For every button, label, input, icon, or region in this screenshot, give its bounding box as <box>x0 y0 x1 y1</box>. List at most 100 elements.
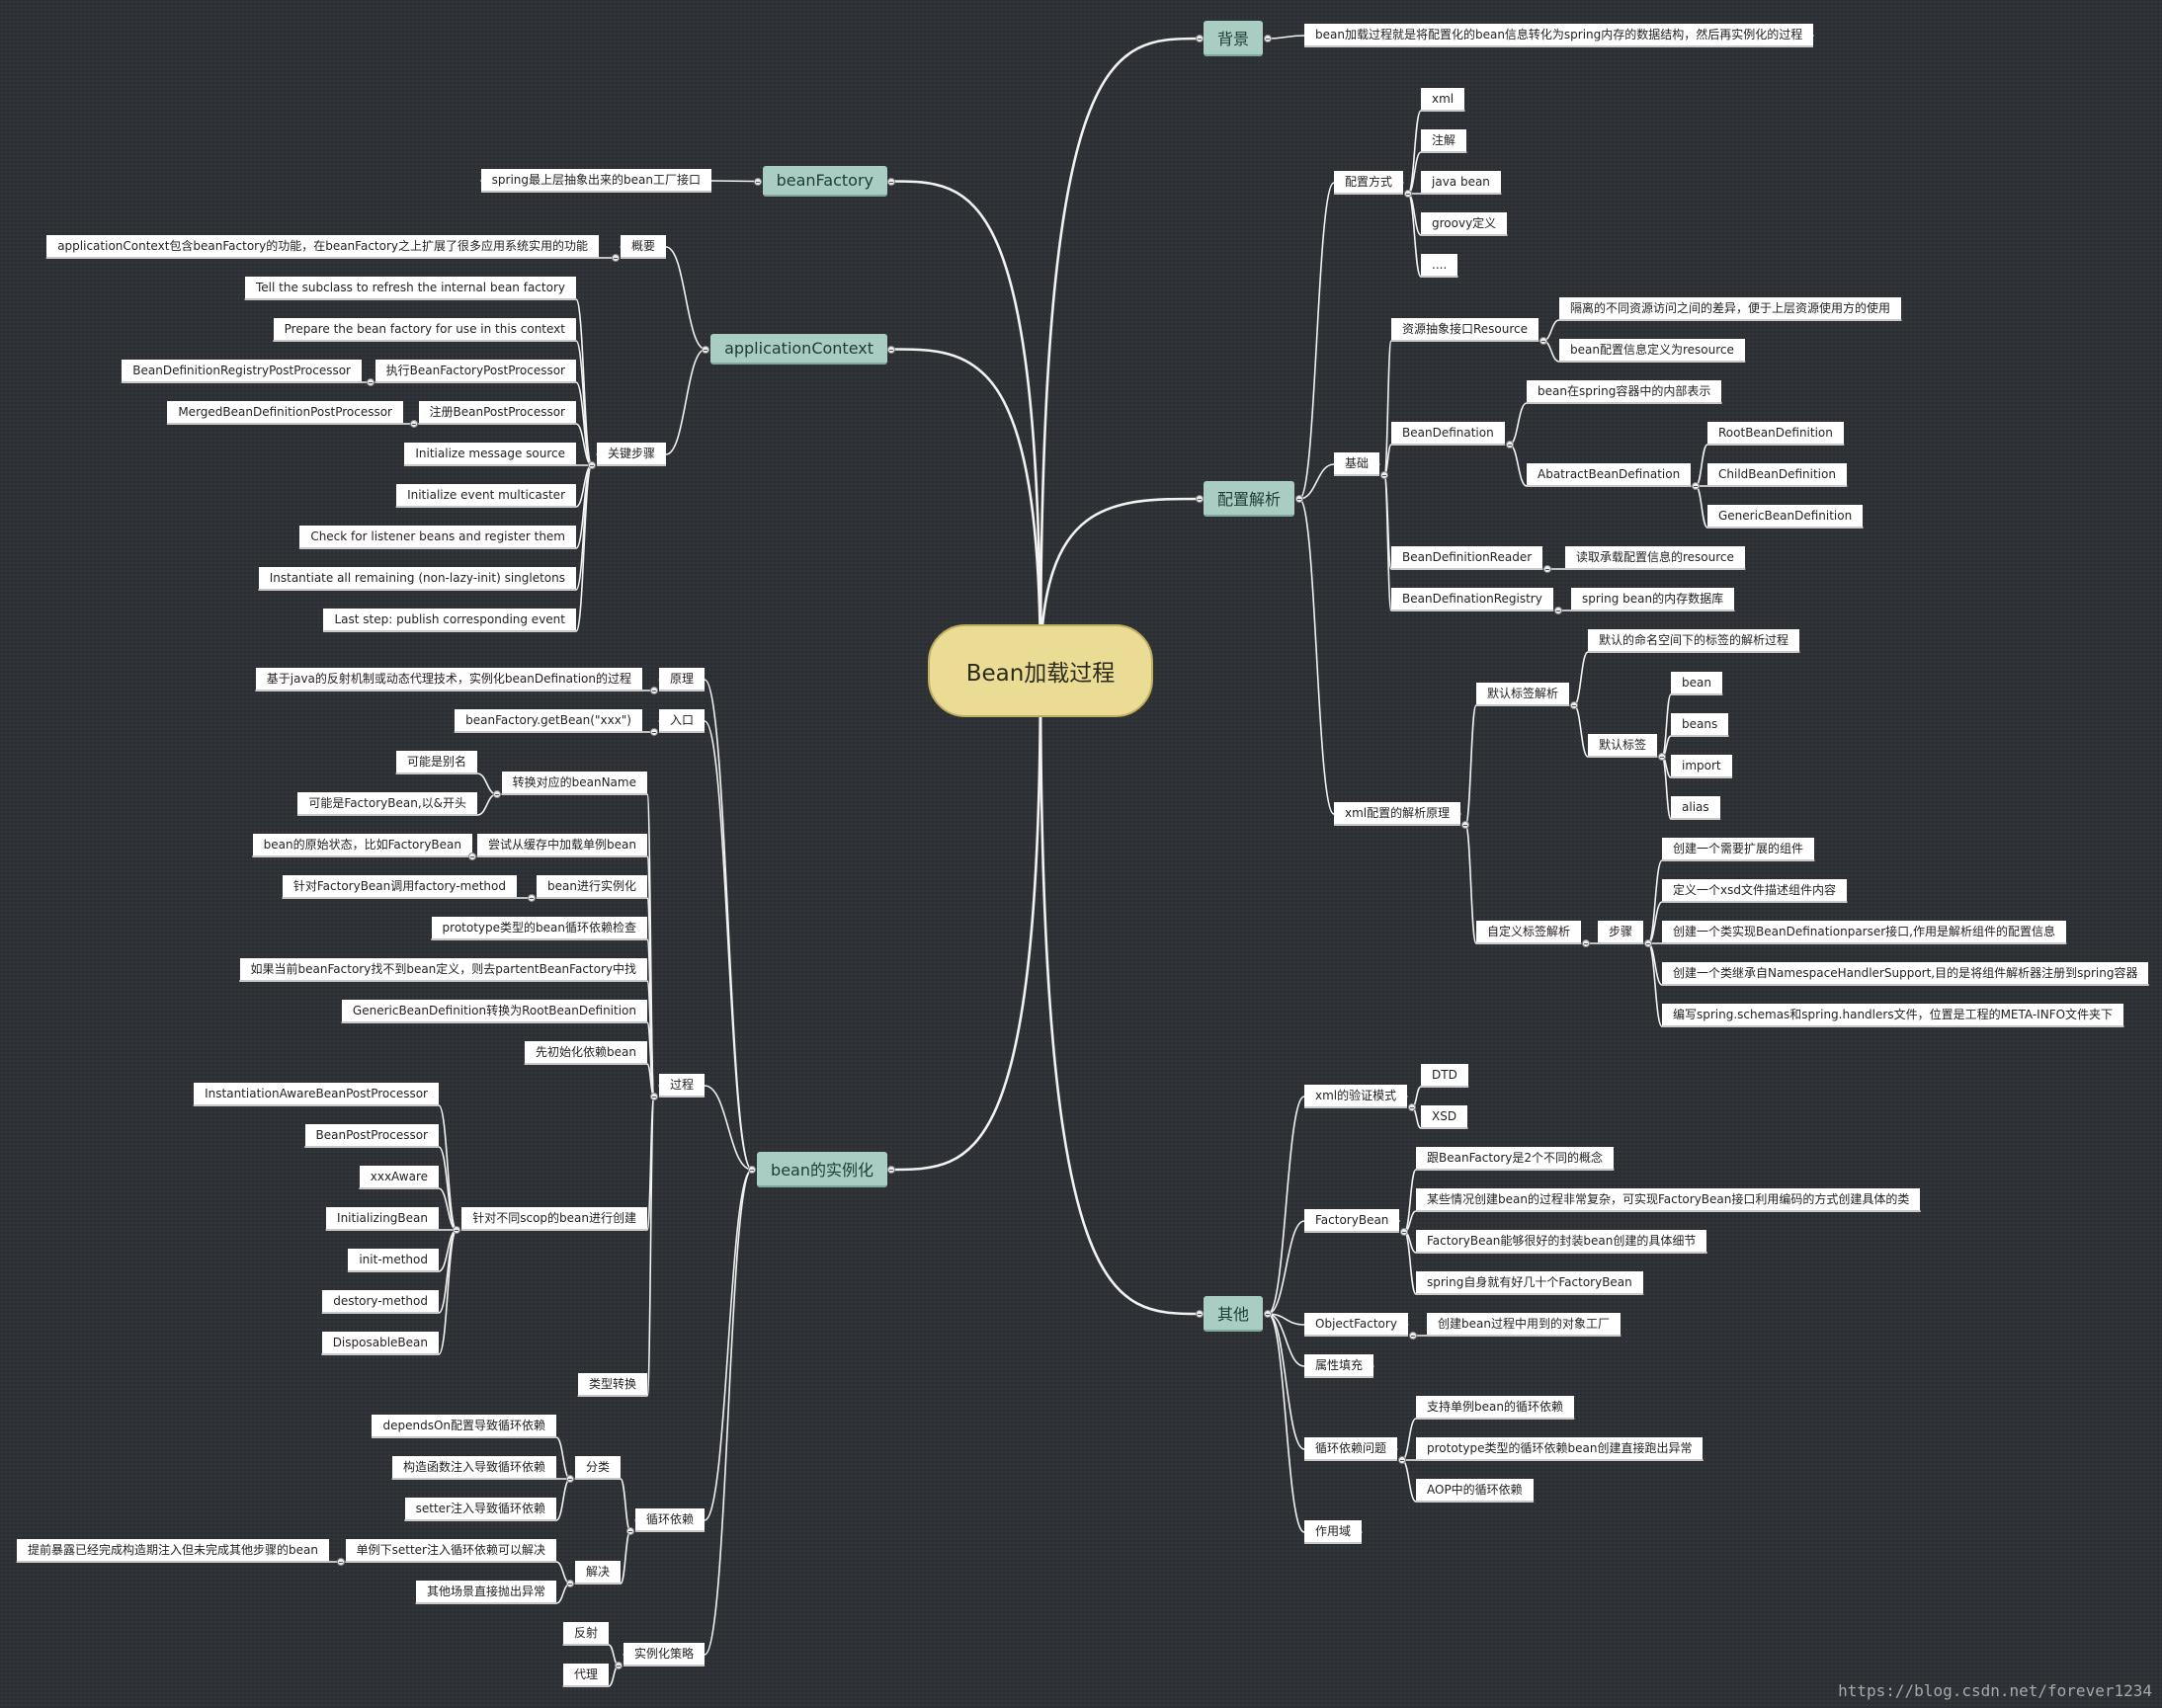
collapse-toggle-icon[interactable] <box>1398 1456 1407 1464</box>
bean-instantiate[interactable]: bean进行实例化 <box>537 875 647 899</box>
collapse-toggle-icon[interactable] <box>1400 1228 1409 1236</box>
inst-circular-dependency[interactable]: 循环依赖 <box>634 1508 705 1532</box>
circular-dependency-item: prototype类型的循环依赖bean创建直接跑出异常 <box>1416 1437 1704 1461</box>
collapse-toggle-icon[interactable] <box>492 790 501 798</box>
app-context-key-steps[interactable]: 关键步骤 <box>596 443 666 466</box>
collapse-toggle-icon[interactable] <box>649 687 658 694</box>
collapse-toggle-icon[interactable] <box>1539 337 1548 345</box>
collapse-toggle-icon[interactable] <box>1264 35 1273 42</box>
collapse-toggle-icon[interactable] <box>1582 939 1591 947</box>
inst-strategy[interactable]: 实例化策略 <box>623 1643 705 1667</box>
circular-dependency-issue[interactable]: 循环依赖问题 <box>1304 1437 1398 1461</box>
collapse-toggle-icon[interactable] <box>1408 1103 1417 1111</box>
collapse-toggle-icon[interactable] <box>1461 821 1470 829</box>
collapse-toggle-icon[interactable] <box>1196 1310 1204 1318</box>
collapse-toggle-icon[interactable] <box>1570 701 1579 709</box>
background-desc: bean加载过程就是将配置化的bean信息转化为spring内存的数据结构，然后… <box>1304 24 1814 47</box>
bean-instantiate-desc: 针对FactoryBean调用factory-method <box>282 875 517 899</box>
topic-other[interactable]: 其他 <box>1204 1296 1264 1332</box>
collapse-toggle-icon[interactable] <box>1196 35 1204 42</box>
topic-config-parse[interactable]: 配置解析 <box>1204 481 1295 517</box>
collapse-toggle-icon[interactable] <box>587 461 596 469</box>
scope[interactable]: 作用域 <box>1304 1520 1363 1544</box>
property-fill[interactable]: 属性填充 <box>1304 1354 1374 1378</box>
collapse-toggle-icon[interactable] <box>1380 471 1389 479</box>
scope-bean-create-item: init-method <box>348 1249 439 1272</box>
collapse-toggle-icon[interactable] <box>614 1662 623 1669</box>
topic-bean-factory[interactable]: beanFactory <box>762 166 887 197</box>
default-tag-parse[interactable]: 默认标签解析 <box>1476 683 1570 706</box>
inst-principle[interactable]: 原理 <box>658 668 705 691</box>
custom-tag-step: 创建一个需要扩展的组件 <box>1662 838 1815 861</box>
config-mode-item: .... <box>1421 254 1458 278</box>
app-context-step[interactable]: 注册BeanPostProcessor <box>418 401 576 425</box>
topic-background[interactable]: 背景 <box>1204 21 1264 56</box>
collapse-toggle-icon[interactable] <box>753 177 762 186</box>
collapse-toggle-icon[interactable] <box>565 1580 574 1587</box>
bean-definition-reader[interactable]: BeanDefinitionReader <box>1391 546 1543 570</box>
collapse-toggle-icon[interactable] <box>1543 565 1552 573</box>
load-singleton-from-cache[interactable]: 尝试从缓存中加载单例bean <box>477 834 647 857</box>
collapse-toggle-icon[interactable] <box>565 1475 574 1483</box>
xml-validate-mode[interactable]: xml的验证模式 <box>1304 1085 1408 1108</box>
collapse-toggle-icon[interactable] <box>1295 495 1304 503</box>
collapse-toggle-icon[interactable] <box>409 420 418 428</box>
circular-solve[interactable]: 解决 <box>574 1561 621 1585</box>
collapse-toggle-icon[interactable] <box>336 1558 345 1566</box>
collapse-toggle-icon[interactable] <box>453 1226 461 1234</box>
topic-bean-instantiation[interactable]: bean的实例化 <box>757 1152 887 1187</box>
custom-tag-steps[interactable]: 步骤 <box>1598 921 1644 944</box>
default-tag-item: bean <box>1671 672 1722 695</box>
init-dependent-beans: 先初始化依赖bean <box>525 1041 647 1065</box>
app-context-summary[interactable]: 概要 <box>620 235 666 259</box>
collapse-toggle-icon[interactable] <box>366 378 374 386</box>
scope-bean-create[interactable]: 针对不同scop的bean进行创建 <box>461 1207 647 1231</box>
factory-bean[interactable]: FactoryBean <box>1304 1209 1400 1233</box>
collapse-toggle-icon[interactable] <box>1408 1332 1417 1340</box>
config-mode[interactable]: 配置方式 <box>1334 171 1404 195</box>
collapse-toggle-icon[interactable] <box>649 728 658 736</box>
collapse-toggle-icon[interactable] <box>649 1093 658 1100</box>
xml-parse-principle[interactable]: xml配置的解析原理 <box>1334 802 1461 826</box>
collapse-toggle-icon[interactable] <box>1658 753 1667 761</box>
custom-tag-parse[interactable]: 自定义标签解析 <box>1476 921 1582 944</box>
collapse-toggle-icon[interactable] <box>1264 1310 1273 1318</box>
circular-category[interactable]: 分类 <box>574 1456 621 1480</box>
collapse-toggle-icon[interactable] <box>625 1527 634 1535</box>
collapse-toggle-icon[interactable] <box>887 345 895 354</box>
root-node[interactable]: Bean加载过程 <box>928 624 1153 717</box>
app-context-step[interactable]: 执行BeanFactoryPostProcessor <box>374 360 576 383</box>
circular-dependency-item: 支持单例bean的循环依赖 <box>1416 1396 1574 1420</box>
collapse-toggle-icon[interactable] <box>1644 939 1653 947</box>
factory-bean-item: 跟BeanFactory是2个不同的概念 <box>1416 1147 1615 1171</box>
circular-solve-singleton[interactable]: 单例下setter注入循环依赖可以解决 <box>345 1539 556 1563</box>
collapse-toggle-icon[interactable] <box>1692 482 1701 490</box>
collapse-toggle-icon[interactable] <box>702 345 710 354</box>
config-mode-item: 注解 <box>1421 129 1467 153</box>
collapse-toggle-icon[interactable] <box>1505 441 1514 448</box>
object-factory[interactable]: ObjectFactory <box>1304 1313 1408 1337</box>
generic-to-root-definition: GenericBeanDefinition转换为RootBeanDefiniti… <box>341 1000 647 1023</box>
collapse-toggle-icon[interactable] <box>1404 190 1413 198</box>
collapse-toggle-icon[interactable] <box>468 853 477 860</box>
convert-bean-name[interactable]: 转换对应的beanName <box>501 772 647 795</box>
collapse-toggle-icon[interactable] <box>611 254 620 262</box>
collapse-toggle-icon[interactable] <box>887 1166 895 1174</box>
config-basic[interactable]: 基础 <box>1334 452 1380 476</box>
collapse-toggle-icon[interactable] <box>528 894 537 902</box>
bean-defination-registry[interactable]: BeanDefinationRegistry <box>1391 588 1553 611</box>
config-mode-item: java bean <box>1421 171 1501 195</box>
abstract-bean-defination-item: GenericBeanDefinition <box>1707 505 1864 529</box>
inst-process[interactable]: 过程 <box>658 1074 705 1098</box>
resource-interface[interactable]: 资源抽象接口Resource <box>1391 318 1539 342</box>
bean-defination[interactable]: BeanDefination <box>1391 422 1505 446</box>
default-tags[interactable]: 默认标签 <box>1588 734 1658 758</box>
collapse-toggle-icon[interactable] <box>1196 495 1204 503</box>
abstract-bean-defination[interactable]: AbatractBeanDefination <box>1527 463 1692 487</box>
collapse-toggle-icon[interactable] <box>887 177 895 186</box>
collapse-toggle-icon[interactable] <box>748 1166 757 1174</box>
collapse-toggle-icon[interactable] <box>1553 607 1562 614</box>
topic-application-context[interactable]: applicationContext <box>710 334 887 365</box>
default-tag-item: beans <box>1671 713 1729 737</box>
inst-entry[interactable]: 入口 <box>658 709 705 733</box>
